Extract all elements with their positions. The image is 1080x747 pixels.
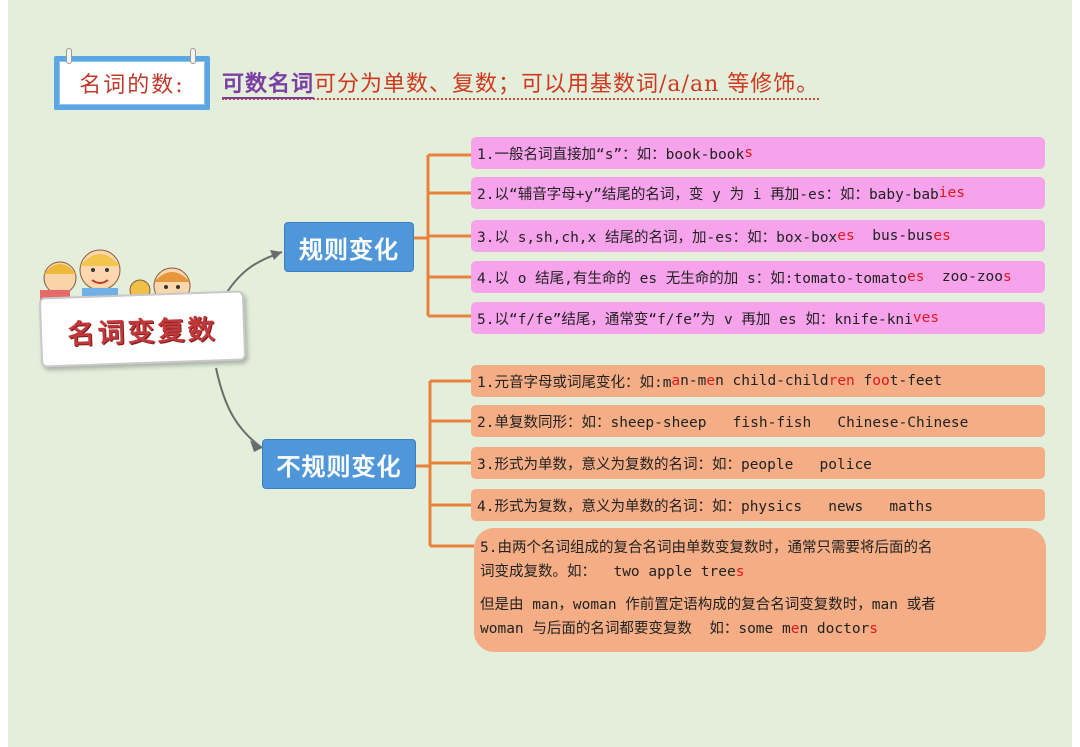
rule-suffix: s: [735, 564, 745, 580]
rule-text: zoo-zoo: [924, 269, 1004, 285]
headline-text: 可分为单数、复数；可以用基数词/a/an 等修饰。: [314, 72, 820, 97]
rule-text: woman 与后面的名词都要变复数 如：some m: [480, 621, 791, 637]
rule-5-line-1: 5.由两个名词组成的复合名词由单数变复数时，通常只需要将后面的名: [480, 540, 933, 556]
rule-5-line-2: 词变成复数。如： two apple trees: [480, 560, 1038, 584]
rule-suffix: es: [933, 228, 951, 244]
title-label: 名词的数:: [59, 61, 205, 105]
rule-suffix: es: [837, 228, 855, 244]
rule-suffix: e: [706, 373, 716, 389]
regular-rule-5: 5.以“f/fe”结尾，通常变“f/fe”为 v 再加 es 如：knife-k…: [471, 302, 1045, 334]
rule-text: 2.以“辅音字母+y”结尾的名词，变 y 为 i 再加-es：如：baby-ba…: [477, 186, 939, 203]
irregular-rule-3: 3.形式为单数，意义为复数的名词：如：people police: [471, 447, 1045, 479]
rule-text: t-feet: [889, 373, 943, 389]
rule-suffix: a: [671, 373, 681, 389]
rule-text: 词变成复数。如： two apple tree: [480, 564, 736, 580]
rule-text: n doctor: [799, 621, 870, 637]
rule-suffix: e: [790, 621, 800, 637]
rule-text: 1.元音字母或词尾变化：如:m: [477, 374, 672, 391]
rule-suffix: ren: [828, 373, 855, 389]
rule-suffix: oo: [872, 373, 890, 389]
rule-suffix: ies: [938, 185, 965, 201]
rule-text: bus-bus: [854, 228, 934, 244]
pin-icon: [190, 48, 196, 64]
rule-suffix: es: [906, 269, 925, 285]
irregular-rule-4: 4.形式为复数，意义为单数的名词：如：physics news maths: [471, 489, 1045, 521]
rule-suffix: s: [1003, 269, 1012, 285]
rule-text: n child-child: [715, 373, 829, 389]
rule-5-line-4: woman 与后面的名词都要变复数 如：some men doctors: [480, 617, 1038, 641]
regular-category: 规则变化: [284, 222, 414, 272]
rule-text: 5.以“f/fe”结尾，通常变“f/fe”为 v 再加 es 如：knife-k…: [477, 311, 913, 328]
rule-text: 4.以 o 结尾,有生命的 es 无生命的加 s：如:tomato-tomato: [477, 270, 907, 287]
irregular-category: 不规则变化: [262, 439, 416, 489]
pin-icon: [66, 48, 72, 64]
rule-text: f: [854, 373, 873, 389]
rule-suffix: ves: [912, 310, 940, 326]
rule-suffix: s: [869, 621, 879, 637]
rule-suffix: s: [744, 145, 753, 161]
rule-text: 3.以 s,sh,ch,x 结尾的名词，加-es：如：box-box: [477, 229, 838, 246]
headline-emphasis: 可数名词: [222, 71, 315, 99]
rule-text: 1.一般名词直接加“s”：如：book-book: [477, 146, 745, 163]
irregular-rule-2: 2.单复数同形：如：sheep-sheep fish-fish Chinese-…: [471, 405, 1045, 437]
rule-5-line-3: 但是由 man，woman 作前置定语构成的复合名词变复数时，man 或者: [480, 597, 936, 613]
regular-rule-2: 2.以“辅音字母+y”结尾的名词，变 y 为 i 再加-es：如：baby-ba…: [471, 177, 1045, 209]
regular-rule-4: 4.以 o 结尾,有生命的 es 无生命的加 s：如:tomato-tomato…: [471, 261, 1045, 293]
headline: 可数名词可分为单数、复数；可以用基数词/a/an 等修饰。: [222, 66, 820, 100]
irregular-rule-5: 5.由两个名词组成的复合名词由单数变复数时，通常只需要将后面的名 词变成复数。如…: [474, 528, 1046, 652]
rule-text: n-m: [680, 373, 707, 389]
center-node: 名词变复数: [38, 290, 247, 368]
title-card: 名词的数:: [54, 48, 210, 110]
